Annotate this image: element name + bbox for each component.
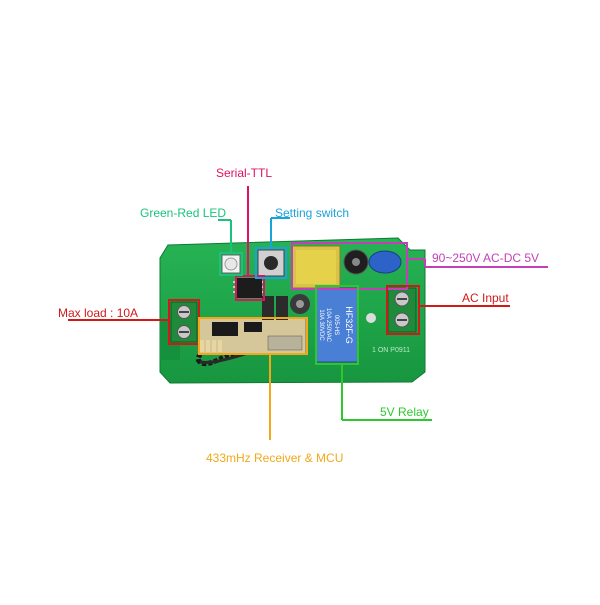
relay-highlight [315, 285, 359, 365]
pin-header [262, 296, 288, 320]
ac-input-highlight [386, 285, 420, 335]
receiver-module [197, 317, 307, 355]
load-terminal [170, 301, 198, 343]
green-red-led-label: Green-Red LED [140, 206, 227, 220]
serial-ttl-chip [233, 278, 265, 298]
receiver-highlight [198, 317, 308, 355]
setting-switch-label: Setting switch [275, 206, 350, 220]
receiver-mcu-label: 433mHz Receiver & MCU [206, 451, 344, 465]
relay-5v: HF32F-G 005-HS 10A 250VAC 10A 30VDC [315, 287, 359, 363]
power-module-label: 90~250V AC-DC 5V [432, 251, 540, 265]
relay-print-line: 005-HS [333, 315, 339, 335]
ac-input-terminal [366, 287, 417, 333]
relay-label: 5V Relay [380, 405, 429, 419]
power-module-highlight [291, 242, 408, 290]
serial-ttl-label: Serial-TTL [216, 166, 273, 180]
relay-print-line: 10A 30VDC [318, 309, 324, 341]
max-load-label: Max load : 10A [58, 306, 139, 320]
board-silkscreen: 1 ON P0911 [372, 347, 410, 354]
led-component [221, 254, 241, 274]
serial-ttl-highlight [235, 275, 265, 301]
setting-switch [257, 249, 285, 277]
relay-print-line: 10A 250VAC [325, 308, 331, 343]
power-module [290, 245, 402, 314]
ac-input-label: AC Input [462, 291, 509, 305]
relay-model: HF32F-G [344, 306, 354, 344]
